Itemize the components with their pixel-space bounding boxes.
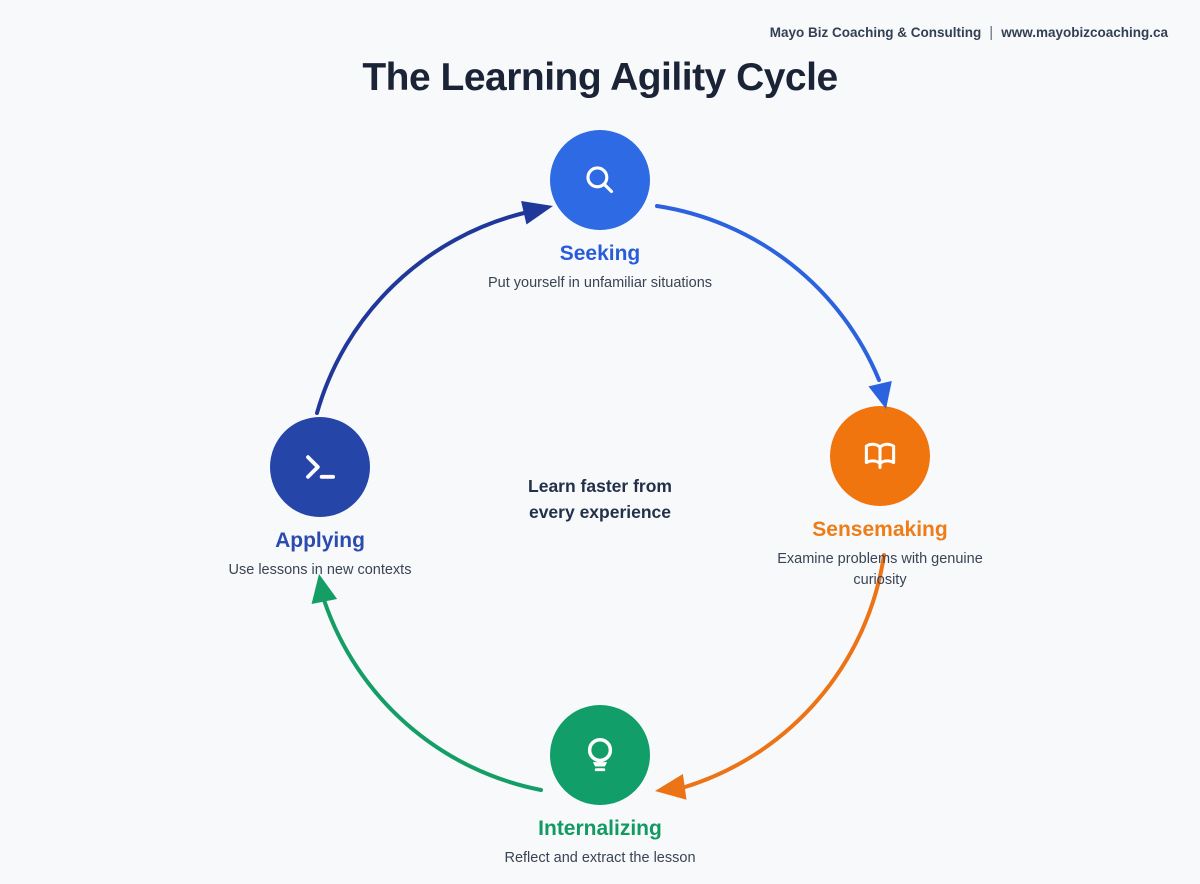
node-internalizing: Internalizing Reflect and extract the le… xyxy=(440,705,760,869)
node-sensemaking: Sensemaking Examine problems with genuin… xyxy=(720,406,1040,591)
seeking-label: Seeking xyxy=(559,242,641,265)
seeking-description: Put yourself in unfamiliar situations xyxy=(487,275,713,291)
open-book-icon xyxy=(864,442,896,469)
node-seeking: Seeking Put yourself in unfamiliar situa… xyxy=(440,130,760,294)
sensemaking-circle xyxy=(830,406,930,506)
applying-circle xyxy=(270,417,370,517)
header-separator: | xyxy=(989,24,994,41)
terminal-icon xyxy=(306,455,335,479)
brand-text: Mayo Biz Coaching & Consulting xyxy=(769,25,982,40)
node-applying: Applying Use lessons in new contexts xyxy=(160,417,480,581)
center-tagline-line2: every experience xyxy=(528,502,672,522)
search-icon xyxy=(586,166,614,194)
website-text: www.mayobizcoaching.ca xyxy=(1001,25,1168,40)
lightbulb-icon xyxy=(587,737,613,772)
header: Mayo Biz Coaching & Consulting | www.may… xyxy=(770,24,1168,41)
internalizing-circle xyxy=(550,705,650,805)
center-tagline: Learn faster from every experience xyxy=(440,473,760,525)
internalizing-description: Reflect and extract the lesson xyxy=(504,850,696,866)
center-tagline-line1: Learn faster from xyxy=(528,476,672,496)
seeking-circle xyxy=(550,130,650,230)
applying-description: Use lessons in new contexts xyxy=(228,562,412,578)
applying-label: Applying xyxy=(275,529,365,552)
sensemaking-description: Examine problems with genuine curiosity xyxy=(777,551,983,588)
page-title: The Learning Agility Cycle xyxy=(362,56,838,99)
sensemaking-label: Sensemaking xyxy=(812,518,948,541)
internalizing-label: Internalizing xyxy=(538,817,662,840)
